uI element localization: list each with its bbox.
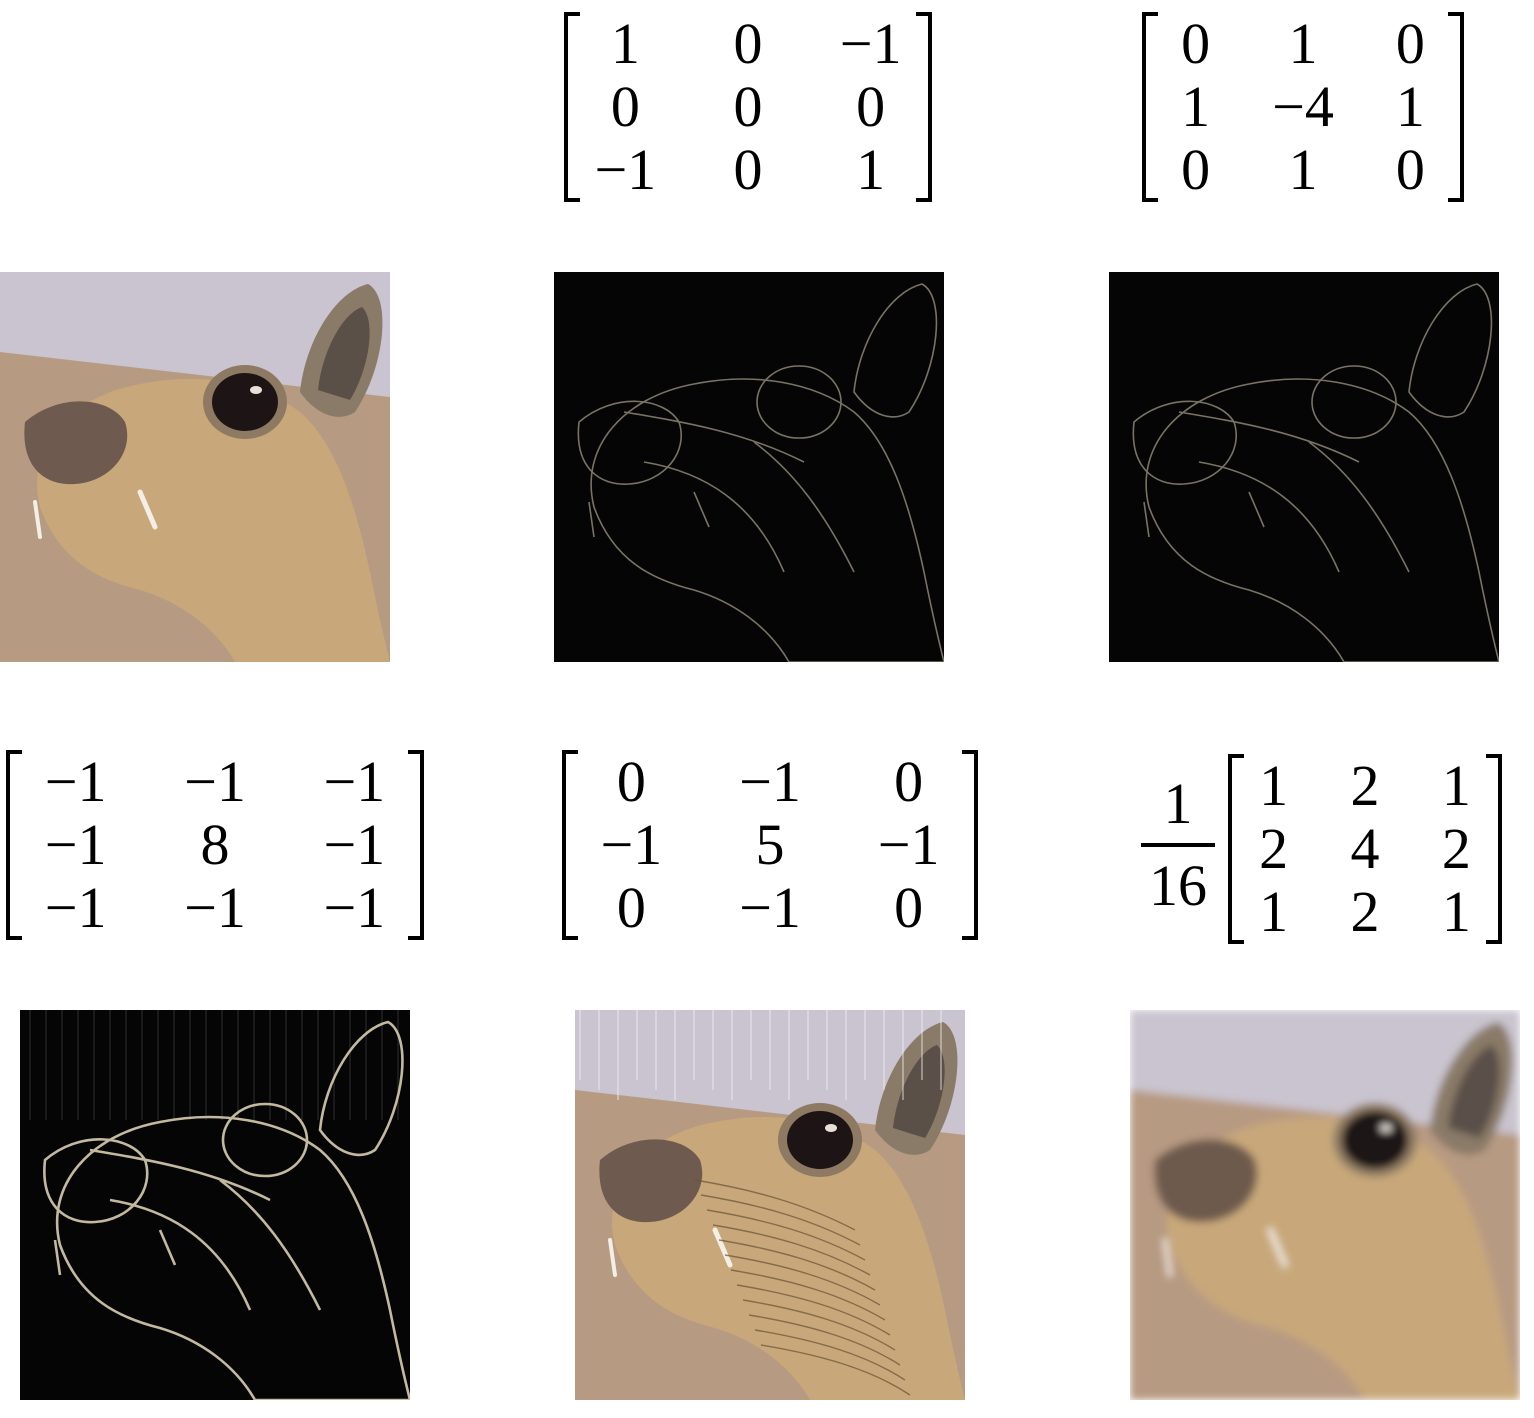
matrix-cell: 0: [894, 748, 924, 814]
matrix-cell: −1: [323, 875, 386, 941]
matrix-cell: −1: [44, 748, 107, 814]
matrix-cell: 0: [1395, 137, 1425, 203]
matrix-cell: 1: [1395, 73, 1425, 139]
matrix-cell: 1: [1259, 879, 1289, 945]
matrix-cell: 5: [755, 811, 785, 877]
kernel-matrix-laplacian-8: −1 −1 −1 −1 8 −1 −1 −1 −1: [6, 750, 424, 940]
matrix-cell: 1: [1441, 752, 1471, 818]
kernel-matrix-edge-diagonal: 1 0 −1 0 0 0 −1 0 1: [564, 12, 932, 202]
matrix-cell: −1: [839, 10, 902, 76]
fraction-denominator: 16: [1149, 853, 1207, 918]
matrix-cell: −1: [323, 811, 386, 877]
left-bracket: [1142, 12, 1158, 202]
left-bracket: [6, 750, 22, 940]
matrix-cell: 0: [1181, 10, 1211, 76]
kernel-matrix-laplacian-4: 0 1 0 1 −4 1 0 1 0: [1142, 12, 1464, 202]
fraction-numerator: 1: [1141, 775, 1215, 847]
matrix-cell: −1: [594, 137, 657, 203]
matrix-cell: 0: [733, 10, 763, 76]
matrix-cell: −1: [44, 875, 107, 941]
matrix-cell: −1: [877, 811, 940, 877]
right-bracket: [1486, 754, 1502, 944]
matrix-cell: 0: [616, 748, 646, 814]
laplacian-8-filtered-image: [20, 1010, 410, 1400]
right-bracket: [916, 12, 932, 202]
matrix-cell: −1: [184, 875, 246, 941]
matrix-cell: 2: [1350, 879, 1380, 945]
matrix-cell: 1: [1288, 10, 1318, 76]
matrix-cell: −1: [739, 875, 801, 941]
matrix-grid: 0 −1 0 −1 5 −1 0 −1 0: [562, 750, 978, 940]
matrix-cell: 1: [1441, 879, 1471, 945]
matrix-cell: 0: [616, 875, 646, 941]
matrix-cell: 0: [856, 73, 886, 139]
matrix-cell: −1: [739, 748, 801, 814]
matrix-cell: 2: [1441, 815, 1471, 881]
matrix-grid: −1 −1 −1 −1 8 −1 −1 −1 −1: [6, 750, 424, 940]
left-bracket: [562, 750, 578, 940]
laplacian-4-filtered-image: [1109, 272, 1499, 662]
kernel-matrix-sharpen: 0 −1 0 −1 5 −1 0 −1 0: [562, 750, 978, 940]
matrix-cell: 2: [1350, 752, 1380, 818]
matrix-cell: 0: [610, 73, 640, 139]
matrix-cell: 1: [1181, 73, 1211, 139]
matrix-grid: 1 2 1 2 4 2 1 2 1: [1228, 754, 1502, 944]
left-bracket: [564, 12, 580, 202]
sharpened-image: [575, 1010, 965, 1400]
matrix-cell: 8: [200, 811, 230, 877]
matrix-cell: 4: [1350, 815, 1380, 881]
matrix-cell: 1: [856, 137, 886, 203]
right-bracket: [962, 750, 978, 940]
matrix-cell: −1: [44, 811, 107, 877]
matrix-cell: −4: [1272, 73, 1334, 139]
matrix-cell: 0: [1395, 10, 1425, 76]
kernel-matrix-gaussian-blur: 1 2 1 2 4 2 1 2 1: [1228, 754, 1502, 944]
matrix-grid: 1 0 −1 0 0 0 −1 0 1: [564, 12, 932, 202]
right-bracket: [408, 750, 424, 940]
left-bracket: [1228, 754, 1244, 944]
edge-diagonal-filtered-image: [554, 272, 944, 662]
blur-scale-fraction: 1 16: [1141, 775, 1215, 915]
matrix-grid: 0 1 0 1 −4 1 0 1 0: [1142, 12, 1464, 202]
matrix-cell: −1: [323, 748, 386, 814]
right-bracket: [1448, 12, 1464, 202]
matrix-cell: 1: [1259, 752, 1289, 818]
original-image: [0, 272, 390, 662]
blurred-image: [1130, 1010, 1520, 1400]
matrix-cell: 0: [733, 137, 763, 203]
matrix-cell: −1: [600, 811, 663, 877]
matrix-cell: 0: [894, 875, 924, 941]
matrix-cell: −1: [184, 748, 246, 814]
matrix-cell: 0: [1181, 137, 1211, 203]
matrix-cell: 0: [733, 73, 763, 139]
matrix-cell: 1: [610, 10, 640, 76]
matrix-cell: 1: [1288, 137, 1318, 203]
matrix-cell: 2: [1259, 815, 1289, 881]
